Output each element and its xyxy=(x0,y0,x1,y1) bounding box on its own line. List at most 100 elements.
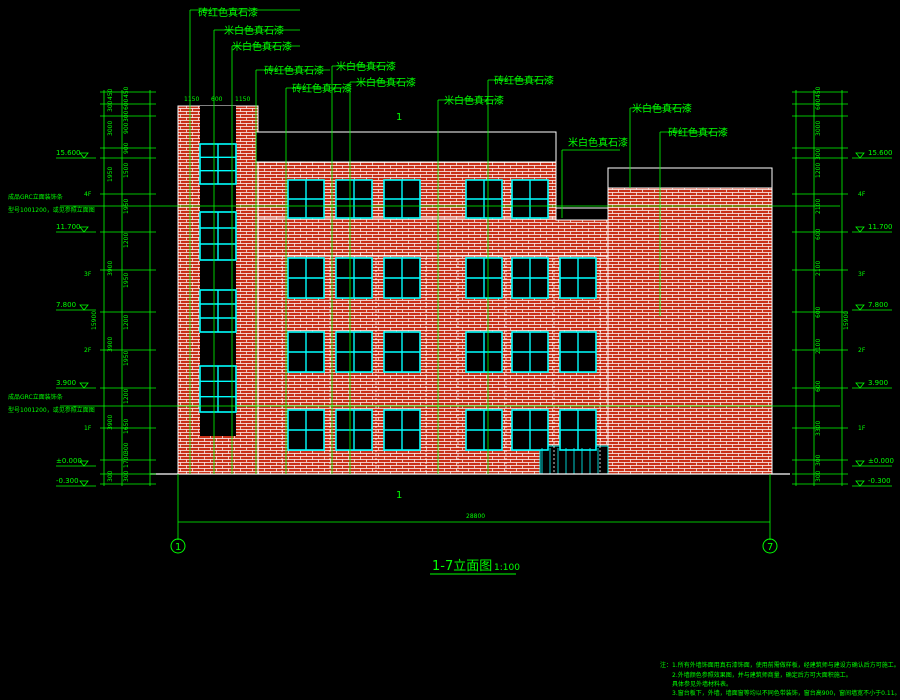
window-2f-2 xyxy=(335,331,373,373)
dim-left-outer-1: 450 xyxy=(107,88,114,100)
elevation-markers-right: 15.600 11.700 7.800 3.900 ±0.000 -0.300 xyxy=(852,149,894,487)
main-band xyxy=(257,217,609,257)
axis-bubble-7 xyxy=(762,538,778,554)
overall-dimension: 28800 1 1 1 7 xyxy=(170,112,778,554)
notes-line4: 3.窗台板下，外墙，墙面窗等均以不同色带装饰，窗台高900，窗间墙宽不小于0.1… xyxy=(672,689,900,697)
dim-right-inner-10: 2100 xyxy=(815,339,822,354)
dim-left-inner-1: 450 xyxy=(123,86,130,98)
elev-right-value-4: 3.900 xyxy=(868,379,888,387)
dim-right-inner-3: 3000 xyxy=(815,121,822,136)
elev-left-value-5: ±0.000 xyxy=(56,457,82,465)
callout-white-5: 米白色真石漆 xyxy=(444,94,504,107)
drawing-title: 1-7立面图 1:100 xyxy=(430,559,520,575)
window-4f-5 xyxy=(511,179,549,219)
callout-white-2: 米白色真石漆 xyxy=(232,40,292,53)
callout-brick-2: 砖红色真石漆 xyxy=(264,64,324,77)
top-width-2: 600 xyxy=(211,96,223,103)
window-3f-3 xyxy=(383,257,421,299)
window-4f-1 xyxy=(287,179,325,219)
dim-left-inner-14: 300 xyxy=(123,442,130,454)
callout-brick-5: 砖红色真石漆 xyxy=(668,126,728,139)
window-2f-3 xyxy=(383,331,421,373)
elev-right-mark-1 xyxy=(855,152,865,159)
total-height-left: 15900 xyxy=(91,311,98,330)
dim-left-outer-5: 3900 xyxy=(107,261,114,276)
overall-width-label: 28800 xyxy=(466,513,485,520)
elev-right-value-6: -0.300 xyxy=(868,477,891,485)
dim-right-inner-12: 3300 xyxy=(815,421,822,436)
stair-window-3 xyxy=(199,289,237,333)
window-2f-5 xyxy=(511,331,549,373)
dim-right-inner-6: 2100 xyxy=(815,199,822,214)
callout-white-6: 米白色真石漆 xyxy=(632,102,692,115)
dim-right-inner-13: 300 xyxy=(815,454,822,466)
window-3f-2 xyxy=(335,257,373,299)
dim-left-outer-3: 3000 xyxy=(107,121,114,136)
axis-label-7: 7 xyxy=(767,542,773,553)
right-block xyxy=(607,187,773,475)
top-width-1: 1150 xyxy=(184,96,199,103)
callouts: 砖红色真石漆 米白色真石漆 米白色真石漆 砖红色真石漆 米白色真石漆 砖红色真石… xyxy=(198,6,728,149)
window-2f-1 xyxy=(287,331,325,373)
right-block-cap xyxy=(607,167,773,189)
dim-left-inner-16: 300 xyxy=(123,470,130,482)
dim-right-inner-11: 600 xyxy=(815,380,822,392)
elev-right-value-2: 11.700 xyxy=(868,223,893,231)
dim-left-inner-11: 1950 xyxy=(123,351,130,366)
notes-line2: 2.外墙颜色参照效果图，并与建筑师商量，确定后方可大面积施工。 xyxy=(672,671,852,679)
floor-label-right-1: 4F xyxy=(858,191,866,198)
window-1f-6 xyxy=(559,409,597,451)
elev-right-value-1: 15.600 xyxy=(868,149,893,157)
elev-left-value-4: 3.900 xyxy=(56,379,76,387)
window-4f-3 xyxy=(383,179,421,219)
window-1f-3 xyxy=(383,409,421,451)
dim-left-inner-7: 1950 xyxy=(123,199,130,214)
elev-right-mark-4 xyxy=(855,382,865,389)
dim-left-outer-7: 3900 xyxy=(107,415,114,430)
floor-label-right-4: 1F xyxy=(858,425,866,432)
side-note-top-1: 成品GRC立面装饰条 xyxy=(8,193,63,201)
dim-left-outer-6: 3900 xyxy=(107,337,114,352)
dim-right-inner-5: 1200 xyxy=(815,163,822,178)
elev-right-value-3: 7.800 xyxy=(868,301,888,309)
dim-right-inner-14: 300 xyxy=(815,470,822,482)
dim-left-inner-9: 1950 xyxy=(123,273,130,288)
elev-left-value-6: -0.300 xyxy=(56,477,79,485)
top-width-dims: 1150 600 1150 xyxy=(184,96,250,103)
window-1f-2 xyxy=(335,409,373,451)
callout-white-3: 米白色真石漆 xyxy=(336,60,396,73)
dim-left-inner-15: 1700 xyxy=(123,453,130,468)
total-height-right: 15900 xyxy=(843,311,850,330)
side-note-bottom-1: 成品GRC立面装饰条 xyxy=(8,393,63,401)
elev-right-value-5: ±0.000 xyxy=(868,457,894,465)
window-2f-4 xyxy=(465,331,503,373)
window-set xyxy=(199,143,597,451)
title-main: 1-7立面图 xyxy=(432,559,492,574)
stair-window-4 xyxy=(199,365,237,413)
elev-right-mark-3 xyxy=(855,304,865,311)
roof-step xyxy=(555,207,609,221)
title-scale: 1:100 xyxy=(494,563,520,573)
dim-left-outer-2: 300 xyxy=(107,100,114,112)
dim-left-inner-6: 1500 xyxy=(123,163,130,178)
dim-left-inner-8: 1200 xyxy=(123,233,130,248)
dim-right-inner-8: 2100 xyxy=(815,261,822,276)
window-3f-4 xyxy=(465,257,503,299)
notes-line3: 具体参见外墙材料表。 xyxy=(672,680,732,688)
dim-left-inner-5: 900 xyxy=(123,142,130,154)
floor-label-right-3: 2F xyxy=(858,347,866,354)
dim-left-inner-12: 1200 xyxy=(123,389,130,404)
axis-bubble-1 xyxy=(170,538,186,554)
dim-right-inner-9: 600 xyxy=(815,306,822,318)
side-note-bottom-2: 型号1001200，或见参照立面图 xyxy=(8,406,95,414)
callout-brick-4: 砖红色真石漆 xyxy=(494,74,554,87)
floor-label-right-2: 3F xyxy=(858,271,866,278)
callout-white-4: 米白色真石漆 xyxy=(356,76,416,89)
window-3f-6 xyxy=(559,257,597,299)
dim-right-inner-4: 300 xyxy=(815,148,822,160)
dim-right-inner-7: 600 xyxy=(815,228,822,240)
